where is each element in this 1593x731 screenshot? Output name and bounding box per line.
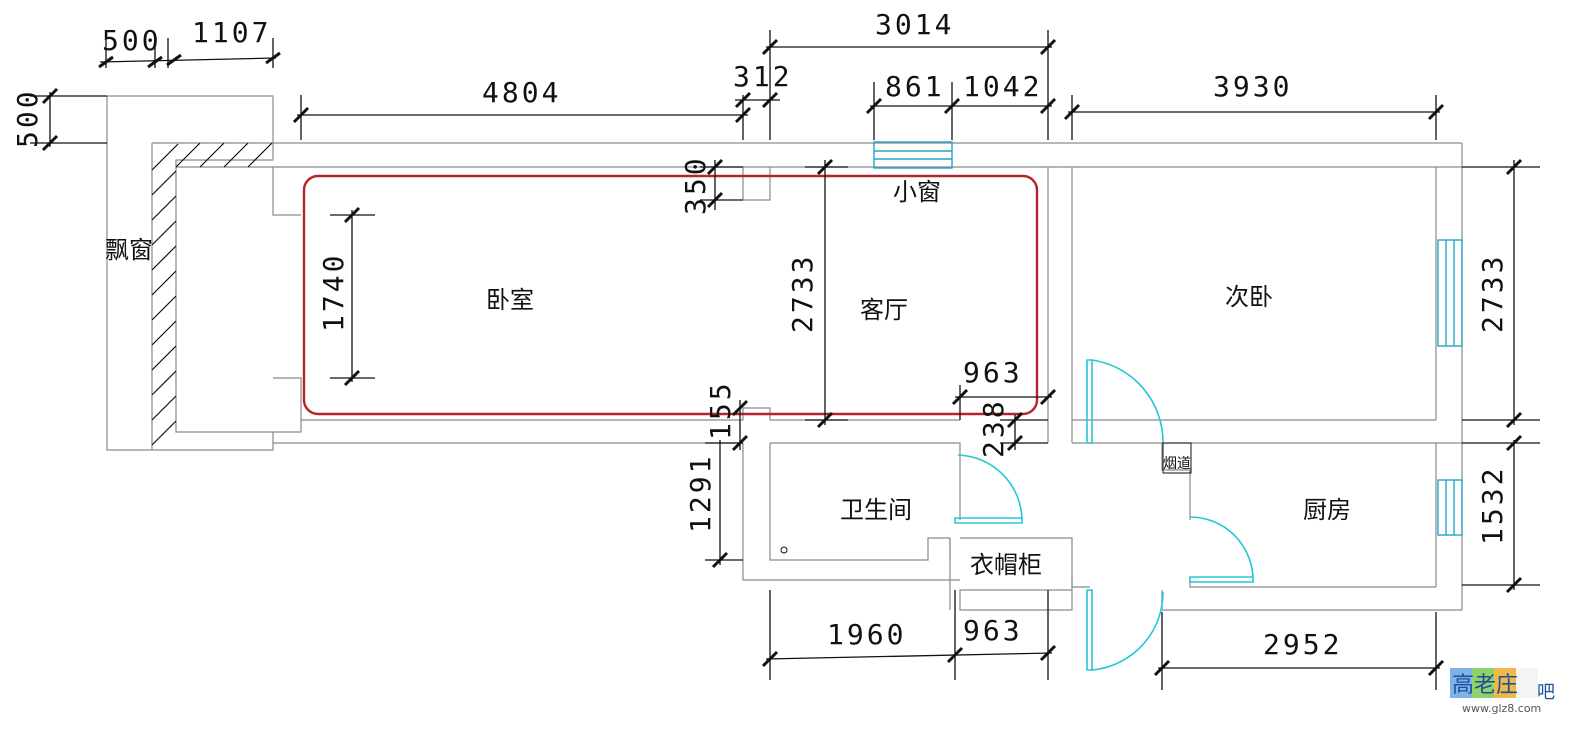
room-labels: 飘窗 卧室 客厅 小窗 次卧 卫生间 衣帽柜 厨房 烟道 <box>105 178 1351 579</box>
floor-drain-symbol <box>780 546 788 554</box>
dim-1960: 1960 <box>827 618 906 651</box>
watermark-url: www.glz8.com <box>1462 702 1541 715</box>
dim-4804: 4804 <box>482 76 561 109</box>
room-wardrobe: 衣帽柜 <box>970 551 1042 579</box>
dimension-lines <box>30 30 1540 690</box>
second-bedroom-door <box>1086 359 1164 444</box>
svg-text:高: 高 <box>1452 673 1474 698</box>
dim-3930: 3930 <box>1213 70 1292 103</box>
room-bedroom: 卧室 <box>486 286 534 314</box>
kitchen-window-symbol <box>1437 479 1463 536</box>
dim-500-top: 500 <box>102 24 162 57</box>
dim-312: 312 <box>733 60 793 93</box>
wall-hatch <box>151 142 273 446</box>
room-bathroom: 卫生间 <box>840 496 912 524</box>
dim-2733-mid: 2733 <box>786 254 819 333</box>
svg-text:老: 老 <box>1474 673 1496 698</box>
walls <box>106 95 1463 611</box>
bedroom-living-highlight <box>302 174 1039 416</box>
dim-238: 238 <box>977 398 1010 458</box>
second-bedroom-window-symbol <box>1437 239 1463 347</box>
doors <box>954 359 1254 671</box>
dim-2952: 2952 <box>1263 628 1342 661</box>
small-window-symbol <box>873 141 953 169</box>
svg-text:庄: 庄 <box>1496 673 1518 698</box>
entrance-door <box>1086 589 1164 671</box>
dim-3014: 3014 <box>875 8 954 41</box>
dim-2733-right: 2733 <box>1476 254 1509 333</box>
svg-text:吧: 吧 <box>1537 682 1555 703</box>
dim-963-bottom: 963 <box>963 614 1023 647</box>
dim-1107: 1107 <box>192 16 271 49</box>
dim-1740: 1740 <box>317 253 350 332</box>
dim-350: 350 <box>679 155 712 215</box>
flue-box <box>1162 442 1192 474</box>
room-bay-window: 飘窗 <box>105 236 153 264</box>
room-living: 客厅 <box>860 296 908 324</box>
dim-155: 155 <box>704 380 737 440</box>
dim-1042: 1042 <box>963 70 1042 103</box>
dim-1532: 1532 <box>1476 466 1509 545</box>
windows <box>873 141 1463 536</box>
dimension-labels: 500 1107 3014 312 4804 861 1042 3930 500… <box>11 8 1509 661</box>
bathroom-door <box>954 454 1023 524</box>
dim-861: 861 <box>885 70 945 103</box>
dim-1291: 1291 <box>684 454 717 533</box>
room-kitchen: 厨房 <box>1303 496 1351 524</box>
room-small-window: 小窗 <box>893 178 941 206</box>
room-second-bedroom: 次卧 <box>1225 283 1273 311</box>
watermark-logo: 高 老 庄 吧 www.glz8.com <box>1450 668 1555 715</box>
kitchen-door <box>1189 516 1254 583</box>
dim-500-left: 500 <box>11 88 44 148</box>
room-flue: 烟道 <box>1163 456 1191 472</box>
dim-963-mid: 963 <box>963 356 1023 389</box>
